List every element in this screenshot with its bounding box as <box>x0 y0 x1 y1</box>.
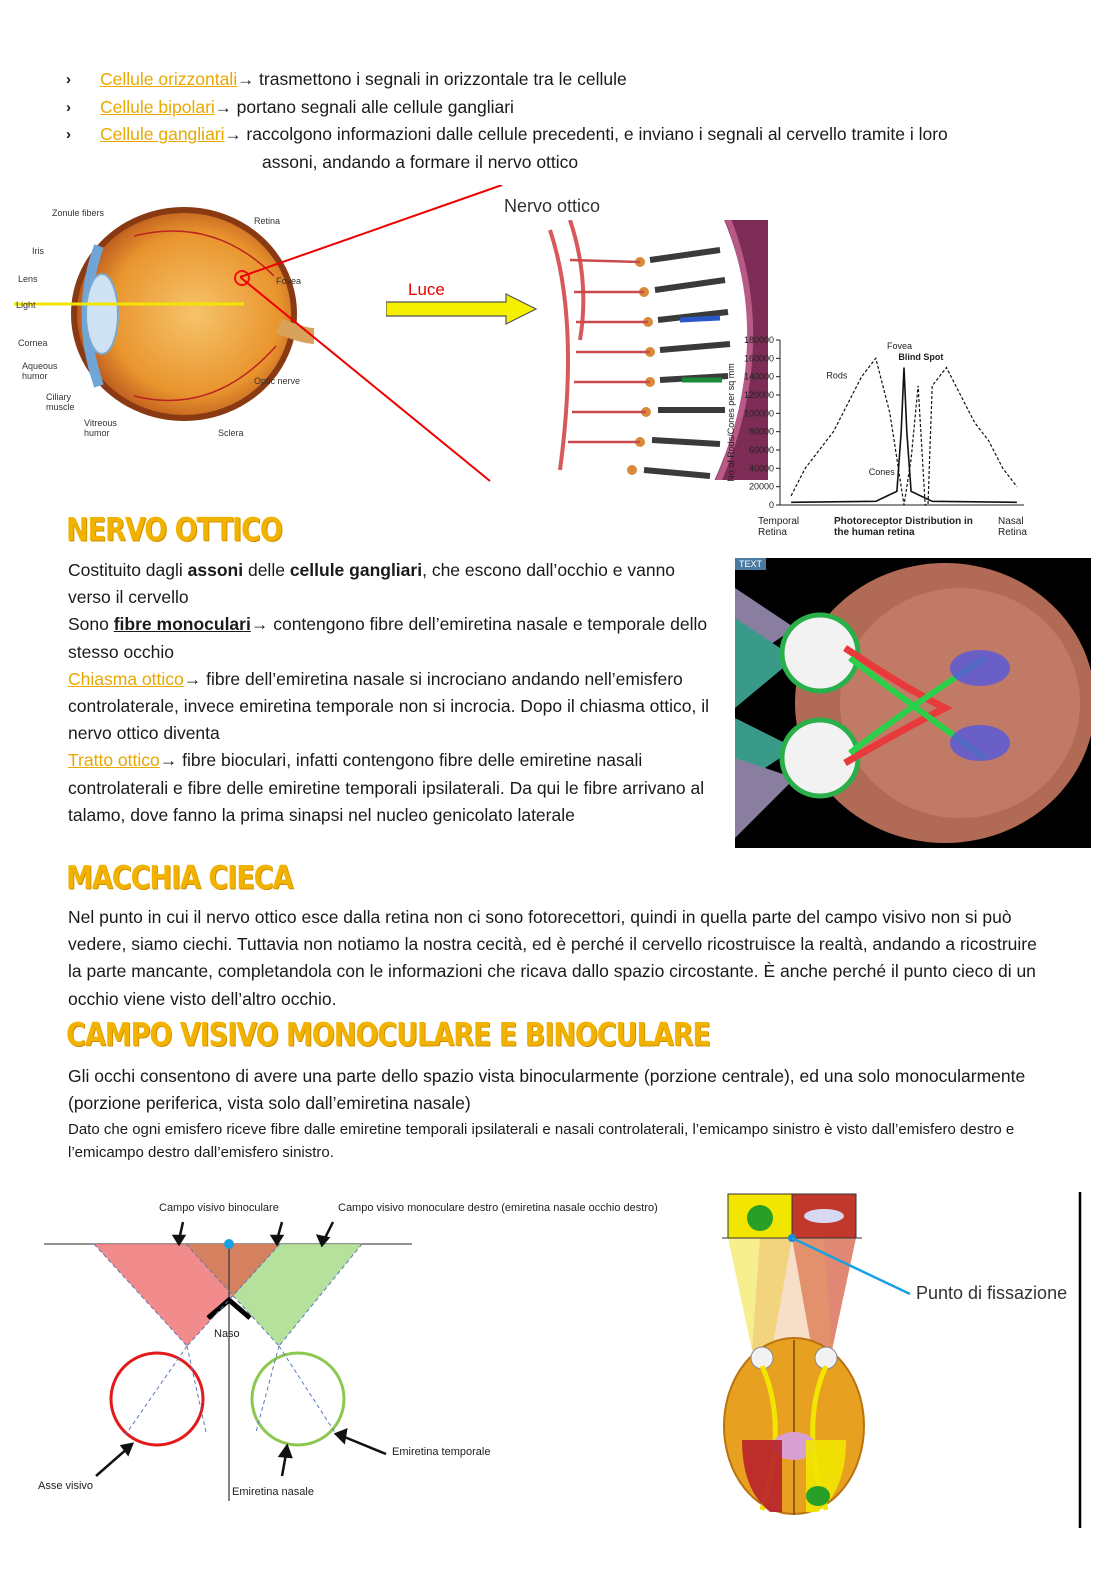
chart-svg: 0 20000 40000 60000 80000 100000 120000 140000 1… <box>726 335 1024 510</box>
label-aqueous: Aqueous humor <box>22 361 58 381</box>
bullet-list: › Cellule orizzontali→ trasmettono i seg… <box>66 66 1056 176</box>
y-tick-label: 60000 <box>749 445 774 455</box>
heading-campo-visivo: CAMPO VISIVO MONOCULARE E BINOCULARE <box>66 1017 711 1054</box>
y-tick-label: 80000 <box>749 427 774 437</box>
label-binoculare: Campo visivo binoculare <box>159 1202 279 1214</box>
zoom-lines <box>240 185 503 482</box>
chevron-right-icon: › <box>66 71 71 88</box>
label-fovea: Fovea <box>276 276 302 286</box>
y-tick-label: 180000 <box>744 335 774 345</box>
photoreceptor-chart: 0 20000 40000 60000 80000 100000 120000 140000 1… <box>720 330 1040 542</box>
arrow-right-icon: → <box>224 125 242 144</box>
retina-layers-figure: Nervo ottico <box>504 190 768 480</box>
chart-xlabel-right: Nasal Retina <box>998 516 1027 538</box>
visual-field-diagram: Campo visivo binoculare Campo visivo mon… <box>36 1196 716 1506</box>
y-tick-label: 140000 <box>744 372 774 382</box>
fixation-brain-diagram: Punto di fissazione <box>722 1190 1084 1530</box>
label-vitreous: Vitreous humor <box>84 418 117 438</box>
heading-macchia-cieca: MACCHIA CIECA <box>66 860 293 897</box>
annotation-cones: Cones <box>869 467 896 477</box>
visual-field-svg <box>44 1221 412 1501</box>
label-cornea: Cornea <box>18 338 48 348</box>
image-tag: TEXT <box>735 558 767 570</box>
arrow-right-icon: → <box>237 70 255 89</box>
arrow-right-icon: → <box>214 97 232 117</box>
label-lens: Lens <box>18 274 38 284</box>
brain-illustration <box>735 563 1091 843</box>
label-ciliary: Ciliary muscle <box>46 392 75 412</box>
y-tick-label: 40000 <box>749 463 774 473</box>
retina-cells-illustration <box>548 220 768 480</box>
y-tick-label: 0 <box>769 500 774 510</box>
chart-xlabel-left: Temporal Retina <box>758 516 800 538</box>
chevron-right-icon: › <box>66 98 71 116</box>
arrow-right-icon: → <box>250 614 269 635</box>
fixation-svg <box>722 1192 1082 1528</box>
label-monoculare: Campo visivo monoculare destro (emiretin… <box>338 1202 658 1214</box>
heading-nervo-ottico: NERVO OTTICO <box>66 512 283 549</box>
arrow-right-icon <box>386 293 538 325</box>
label-emiretina-nasale: Emiretina nasale <box>232 1486 314 1498</box>
y-tick-label: 100000 <box>744 408 774 418</box>
nervo-ottico-text: Costituito dagli assoni delle cellule ga… <box>68 557 720 829</box>
y-tick-label: 20000 <box>749 482 774 492</box>
label-punto-fissazione: Punto di fissazione <box>916 1283 1068 1303</box>
eye-illustration <box>14 207 315 421</box>
paragraph: Costituito dagli assoni delle cellule ga… <box>68 560 676 608</box>
label-zonule: Zonule fibers <box>52 208 105 218</box>
bullet-term: Cellule gangliari <box>100 124 225 144</box>
label-iris: Iris <box>32 246 44 256</box>
paragraph: Tratto ottico→ fibre bioculari, infatti … <box>68 750 705 825</box>
series-line-cones <box>791 367 1017 504</box>
paragraph: Sono fibre monoculari→ contengono fibre … <box>68 614 708 662</box>
annotation-rods: Rods <box>826 371 848 381</box>
bullet-text: portano segnali alle cellule gangliari <box>236 96 514 117</box>
arrow-right-icon: → <box>183 668 202 689</box>
annotation-blind-spot: Blind Spot <box>898 352 943 362</box>
y-tick-label: 160000 <box>744 353 774 363</box>
label-optic-nerve: Optic nerve <box>254 376 301 386</box>
retina-figure-title: Nervo ottico <box>504 196 601 216</box>
label-light: Light <box>16 300 36 310</box>
bullet-text: trasmettono i segnali in orizzontale tra… <box>259 69 627 89</box>
y-tick-label: 120000 <box>744 390 774 400</box>
campo-visivo-text: Gli occhi consentono di avere una parte … <box>68 1066 1026 1114</box>
label-emiretina-temporale: Emiretina temporale <box>392 1446 491 1458</box>
chevron-right-icon: › <box>66 126 71 143</box>
y-axis-label: No of Rods/Cones per sq mm <box>726 363 736 482</box>
series-line-rods <box>790 356 1018 506</box>
luce-label: Luce <box>408 280 445 299</box>
arrow-right-icon: → <box>159 750 178 771</box>
eye-anatomy-figure: Zonule fibers Iris Lens Light Cornea Aqu… <box>14 196 315 456</box>
bullet-text-continuation: assoni, andando a formare il nervo ottic… <box>262 151 579 172</box>
light-arrow: Luce <box>386 280 546 330</box>
bullet-term: Cellule bipolari <box>100 96 215 117</box>
bullet-item: › Cellule orizzontali→ trasmettono i seg… <box>66 66 1056 94</box>
bullet-item: › Cellule gangliari→ raccolgono informaz… <box>66 121 1056 176</box>
brain-visual-pathway-image: TEXT <box>735 558 1091 848</box>
annotation-fovea: Fovea <box>887 341 912 351</box>
label-sclera: Sclera <box>218 428 244 438</box>
label-naso: Naso <box>214 1328 240 1340</box>
paragraph: Chiasma ottico→ fibre dell’emiretina nas… <box>68 668 709 744</box>
macchia-cieca-text: Nel punto in cui il nervo ottico esce da… <box>68 907 1037 1009</box>
campo-visivo-small-text: Dato che ogni emisfero riceve fibre dall… <box>68 1121 1015 1161</box>
bullet-item: › Cellule bipolari→ portano segnali alle… <box>66 94 1056 122</box>
label-asse-visivo: Asse visivo <box>38 1480 94 1492</box>
label-retina: Retina <box>254 216 281 226</box>
bullet-term: Cellule orizzontali <box>100 69 238 89</box>
bullet-text: raccolgono informazioni dalle cellule pr… <box>246 124 948 144</box>
chart-title: Photoreceptor Distribution in the human … <box>834 516 973 538</box>
